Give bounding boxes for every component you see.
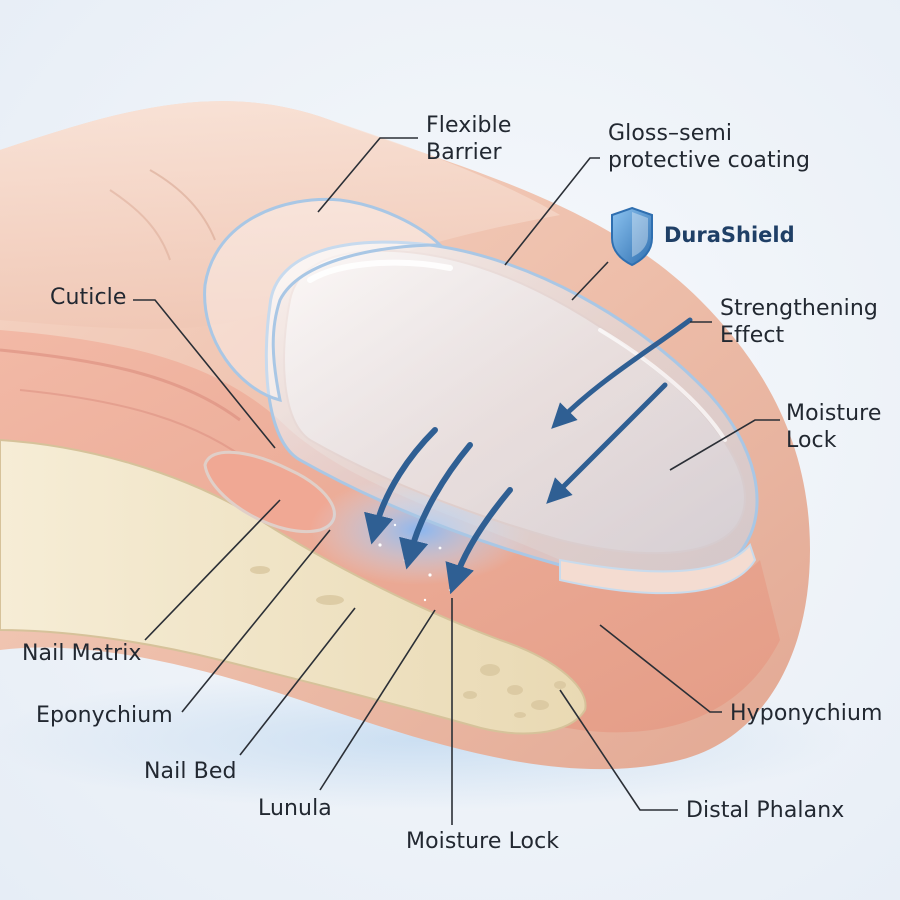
leader-lunula bbox=[319, 609, 436, 791]
leader-eponychium bbox=[181, 529, 331, 713]
coating-highlight bbox=[598, 328, 727, 442]
wrinkle bbox=[149, 169, 216, 241]
leader-distal-phalanx bbox=[559, 689, 678, 811]
label-nail-bed: Nail Bed bbox=[144, 759, 237, 784]
brand-icon-space bbox=[610, 205, 654, 265]
brand-name: DuraShield bbox=[664, 223, 795, 247]
leader-gloss-coating bbox=[504, 157, 600, 266]
moisture-arrow bbox=[445, 487, 513, 595]
durashield-brand: DuraShield bbox=[610, 205, 795, 265]
label-lunula: Lunula bbox=[258, 796, 332, 821]
label-eponychium: Eponychium bbox=[36, 703, 173, 728]
coating-highlight bbox=[307, 259, 453, 283]
wrinkle bbox=[109, 189, 171, 261]
moisture-arrow bbox=[399, 442, 473, 570]
strengthening-arrow bbox=[546, 382, 668, 504]
nail-tip bbox=[559, 543, 757, 595]
leader-moisture-lock-right bbox=[669, 419, 780, 471]
shield-icon bbox=[611, 206, 653, 267]
bone-texture bbox=[250, 566, 566, 718]
tissue-line bbox=[0, 348, 241, 422]
moisture-arrow bbox=[364, 427, 438, 545]
label-cuticle: Cuticle bbox=[50, 285, 127, 310]
leader-hyponychium bbox=[599, 624, 722, 713]
strengthening-arrow bbox=[551, 317, 693, 429]
label-hyponychium: Hyponychium bbox=[730, 701, 883, 726]
label-nail-matrix: Nail Matrix bbox=[22, 641, 142, 666]
leader-nail-matrix bbox=[144, 499, 281, 641]
label-moisture-lock-bottom: Moisture Lock bbox=[406, 829, 560, 854]
leader-lines bbox=[133, 137, 780, 825]
leader-cuticle bbox=[133, 299, 276, 449]
flexible-barrier-cap bbox=[203, 197, 444, 403]
label-distal-phalanx: Distal Phalanx bbox=[686, 798, 845, 823]
leader-nail-bed bbox=[239, 607, 356, 756]
leader-durashield bbox=[571, 261, 609, 301]
finger-top-skin bbox=[0, 101, 560, 329]
leader-flexible-barrier bbox=[317, 137, 418, 213]
